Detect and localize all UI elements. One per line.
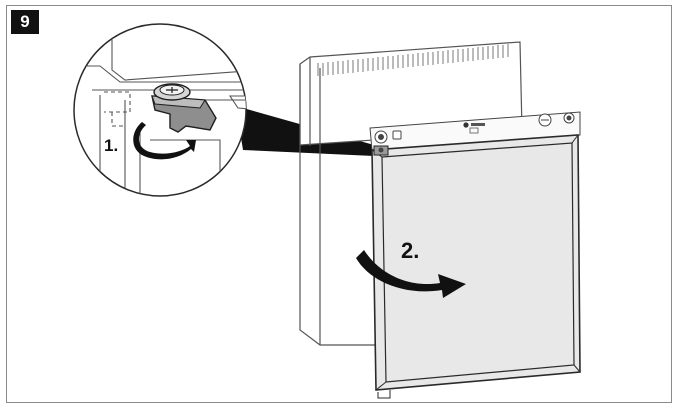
figure-frame bbox=[6, 5, 672, 403]
hinge-cam-detail bbox=[151, 83, 217, 133]
top-vent-grille bbox=[317, 44, 509, 76]
step-number-badge: 9 bbox=[11, 10, 39, 34]
callout-label-step-1: 1. bbox=[104, 136, 119, 155]
fridge-door bbox=[371, 134, 581, 399]
rotate-arrow bbox=[133, 122, 196, 160]
brand-logo-icon bbox=[463, 122, 485, 134]
fridge-body bbox=[299, 41, 523, 346]
detail-magnifier bbox=[73, 23, 247, 197]
hinge-lock-icon bbox=[373, 145, 389, 156]
open-door-arrow bbox=[356, 250, 466, 298]
control-panel bbox=[369, 111, 581, 151]
callout-label-step-2: 2. bbox=[401, 238, 420, 263]
